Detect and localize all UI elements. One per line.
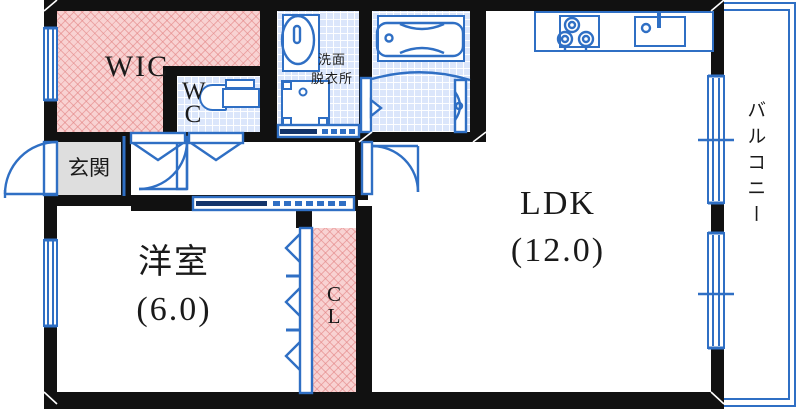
wall-closet-bottom	[312, 392, 372, 409]
wall-ldk-left	[356, 206, 372, 396]
stove-3-burner-icon	[559, 15, 600, 48]
wall-genkan-bottom	[44, 195, 131, 206]
room-label-ldk-size: (12.0)	[510, 232, 606, 269]
room-label-washroom-line1: 洗面	[317, 53, 346, 68]
room-label-balcony: バルコニー	[744, 100, 767, 230]
kitchen-sink-icon	[634, 16, 686, 47]
room-label-wic: WIC	[104, 50, 170, 83]
room-label-genkan: 玄関	[68, 156, 110, 180]
wall-hall-pier	[355, 142, 368, 200]
wall-wic-right	[260, 10, 277, 142]
room-label-closet-line2: L	[327, 304, 341, 328]
wall-wc-top	[163, 66, 265, 76]
wall-genkan-right	[121, 142, 131, 195]
wc-swing-door	[138, 135, 189, 191]
genkan-floor	[57, 138, 121, 195]
wall-wic-bottom	[57, 132, 260, 142]
toilet-tank-icon	[222, 88, 260, 108]
room-label-washroom-line2: 脱衣所	[310, 72, 353, 87]
room-label-ldk-name: LDK	[520, 185, 596, 222]
closet-folding-doors	[284, 226, 314, 395]
room-label-bedroom-name: 洋室	[138, 244, 210, 281]
wall-right-upper	[711, 0, 724, 76]
closet-floor	[312, 228, 356, 393]
room-label-bedroom-size: (6.0)	[136, 291, 212, 328]
wall-washroom-bath	[359, 10, 372, 132]
room-label-closet-line1: C	[326, 282, 341, 306]
wall-right-lower	[711, 348, 724, 409]
ldk-swing-door	[360, 140, 420, 196]
room-label-wc-line1: W	[182, 78, 210, 105]
toilet-lid-icon	[225, 79, 255, 89]
wall-bedroom-top	[131, 195, 358, 211]
wall-top	[44, 0, 724, 11]
bathtub-icon	[377, 15, 465, 62]
wall-right-middle	[711, 203, 724, 233]
wic-folding-doors	[122, 131, 245, 196]
room-label-wc-line2: C	[184, 101, 206, 128]
wall-closet-head	[296, 206, 312, 228]
wall-bottom	[44, 392, 724, 409]
wall-wc-left	[163, 66, 177, 142]
wall-wet-bottom	[277, 132, 486, 142]
wall-bath-right	[470, 10, 486, 142]
